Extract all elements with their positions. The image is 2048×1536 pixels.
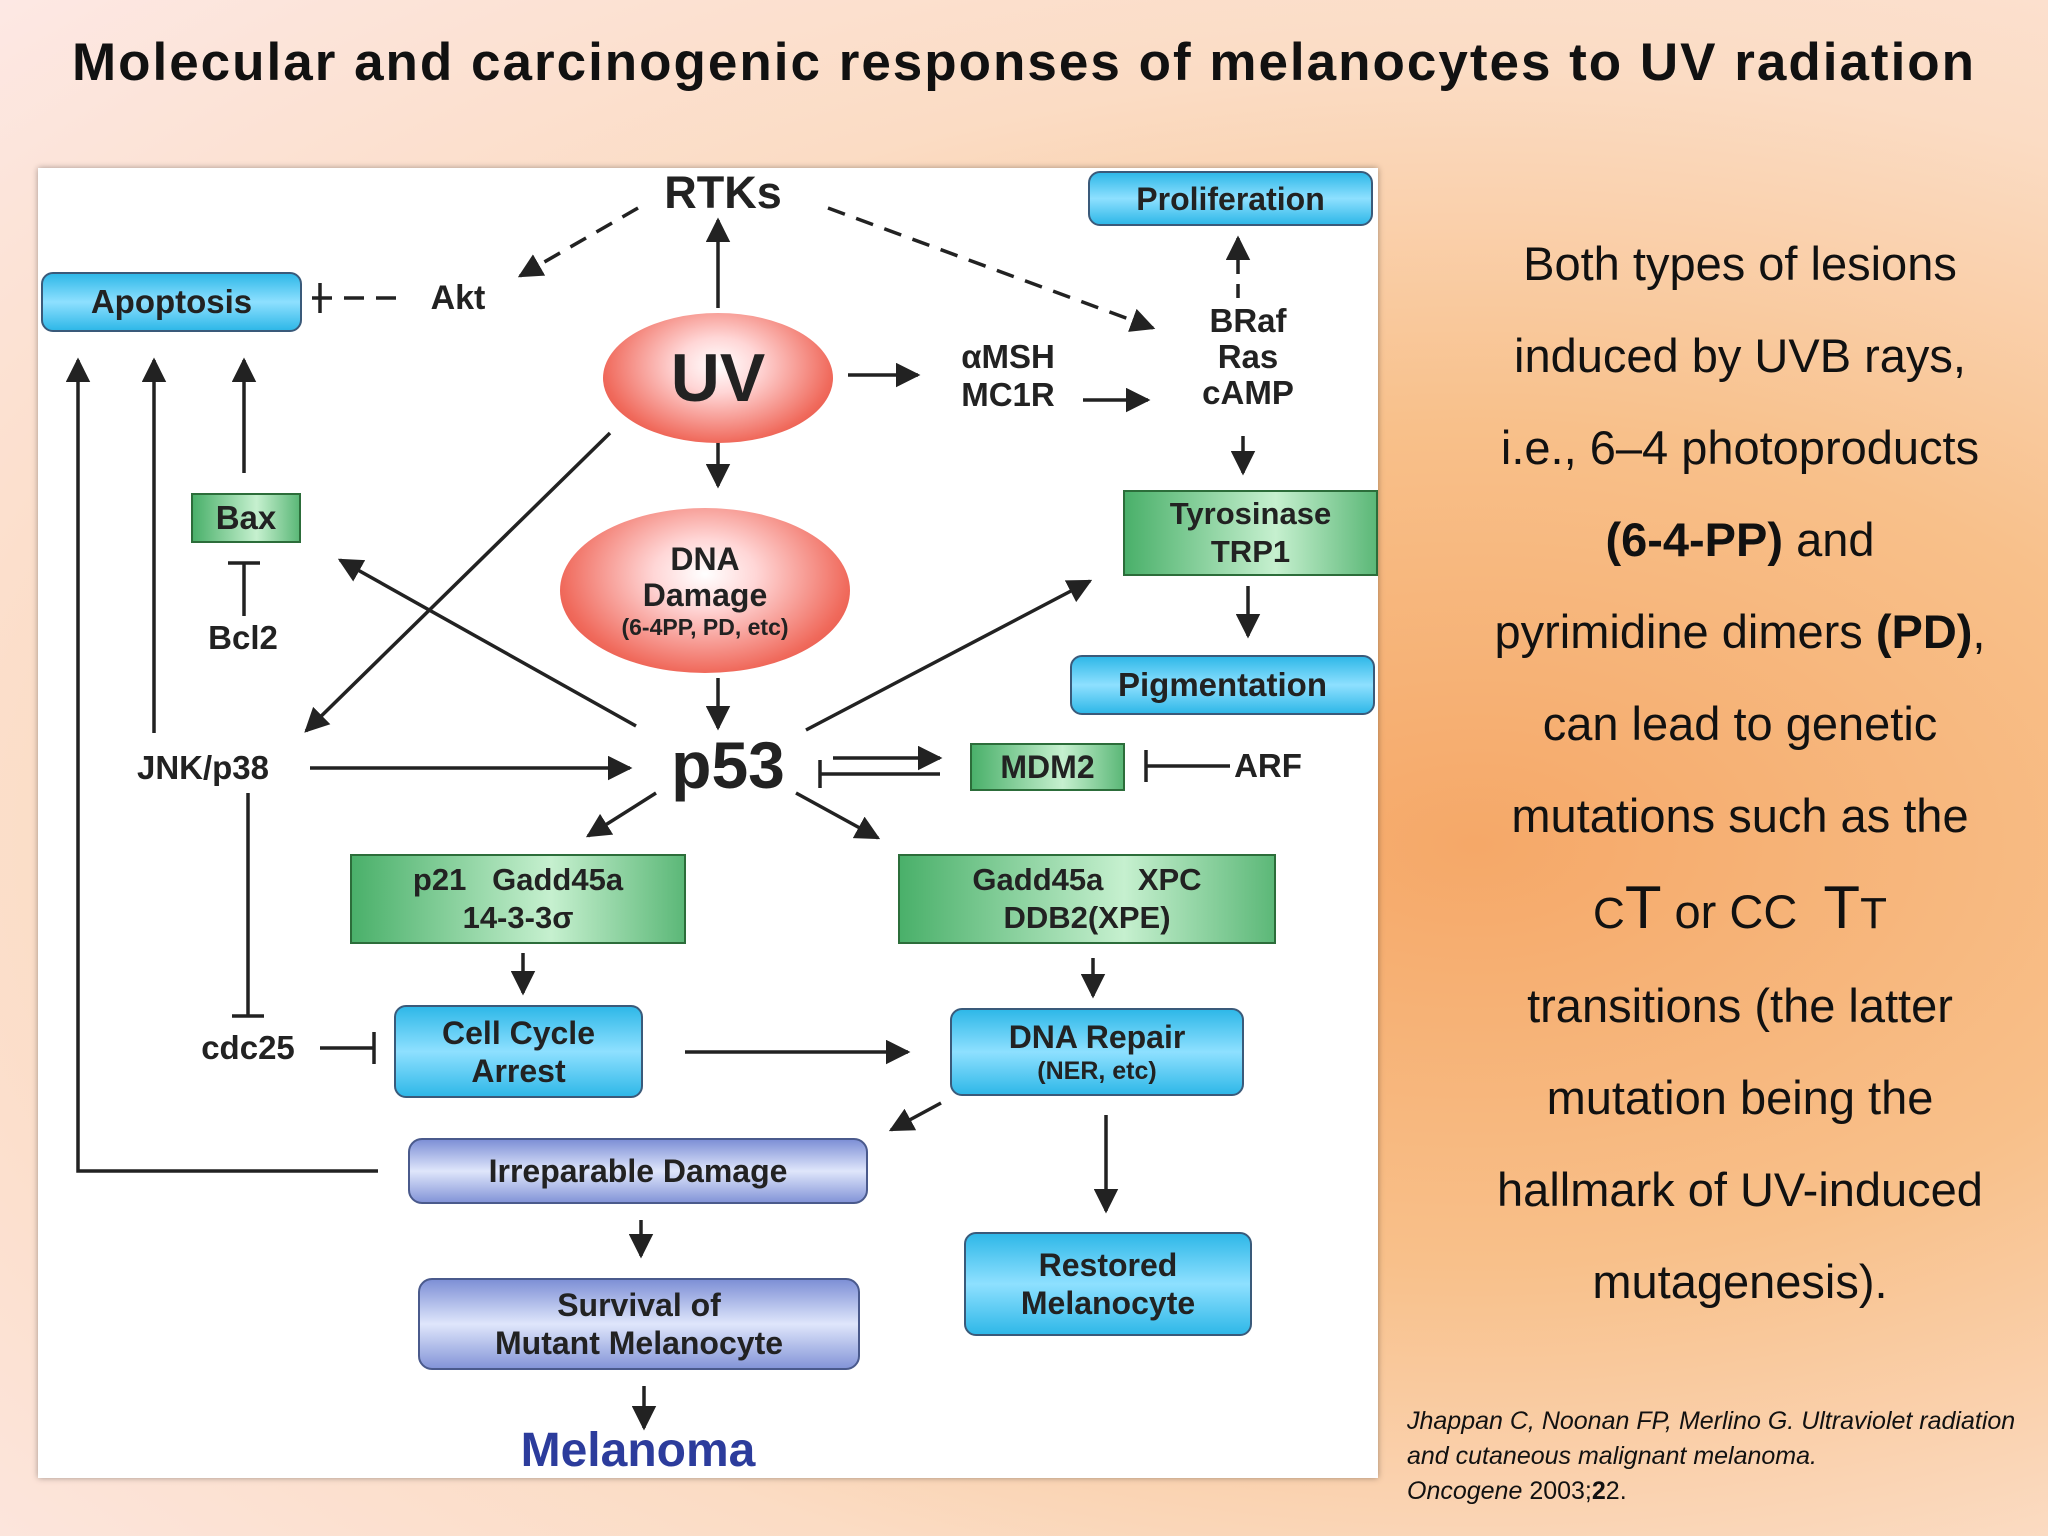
pathway-diagram: RTKs Proliferation Apoptosis Akt BRaf Ra… <box>38 168 1378 1478</box>
camp-label: cAMP <box>1202 374 1294 411</box>
gadd45a-xpc-node: Gadd45a XPC DDB2(XPE) <box>898 854 1276 944</box>
braf-label: BRaf <box>1209 302 1287 339</box>
akt-label: Akt <box>430 279 486 317</box>
arrow-rtks-akt <box>517 206 639 278</box>
explanation-text: Both types of lesions induced by UVB ray… <box>1440 218 2040 1328</box>
restored-line2: Melanocyte <box>1020 1285 1196 1321</box>
arrow-p53-p21 <box>585 791 657 838</box>
dna-damage-node: DNA Damage (6-4PP, PD, etc) <box>560 508 850 673</box>
slide-title: Molecular and carcinogenic responses of … <box>71 33 1977 92</box>
p21-gadd45a-node: p21 Gadd45a 14-3-3σ <box>350 854 686 944</box>
tyrosinase-line1: Tyrosinase <box>1169 496 1332 531</box>
term-pd: (PD) <box>1875 605 1973 658</box>
dna-repair-line1: DNA Repair <box>1008 1019 1186 1055</box>
arrow-rtks-braf <box>827 206 1156 332</box>
explanation-line-7: mutations such as the <box>1511 789 1969 842</box>
survival-line2: Mutant Melanocyte <box>494 1325 784 1361</box>
jnk-p38-label: JNK/p38 <box>136 749 270 786</box>
arrow-p53-tyrosinase <box>805 579 1093 732</box>
ras-label: Ras <box>1217 338 1279 375</box>
explanation-line-12: mutagenesis). <box>1592 1255 1888 1308</box>
p53-label: p53 <box>671 728 785 802</box>
apoptosis-node: Apoptosis <box>41 272 302 332</box>
arrow-p53-bax <box>337 558 637 728</box>
uv-node: UV <box>603 313 833 443</box>
arrow-p53-gadd45a <box>795 791 881 840</box>
term-6-4-pp: (6-4-PP) <box>1605 513 1784 566</box>
gadd-line2: DDB2(XPE) <box>1003 900 1171 935</box>
arrow-irreparable-apoptosis <box>65 357 378 1173</box>
arrow-layer <box>65 206 1261 1431</box>
bax-node: Bax <box>191 493 301 543</box>
cell-cycle-line2: Arrest <box>471 1052 566 1089</box>
explanation-line-6: can lead to genetic <box>1542 697 1938 750</box>
dna-repair-node: DNA Repair (NER, etc) <box>950 1008 1244 1096</box>
dna-damage-line1: DNA <box>670 540 740 577</box>
explanation-line-8: CT or CC TT <box>1593 874 1887 941</box>
pigmentation-node: Pigmentation <box>1070 655 1375 715</box>
explanation-line-10: mutation being the <box>1546 1071 1934 1124</box>
explanation-line-2: induced by UVB rays, <box>1514 329 1966 382</box>
braf-ras-camp-label: BRaf Ras cAMP <box>1148 303 1348 411</box>
arf-label: ARF <box>1234 747 1302 784</box>
melanoma-label: Melanoma <box>520 1424 756 1477</box>
explanation-line-5: pyrimidine dimers (PD), <box>1494 605 1986 658</box>
dna-damage-line2: Damage <box>642 576 768 613</box>
restored-line1: Restored <box>1038 1247 1178 1283</box>
dna-repair-line2: (NER, etc) <box>1037 1057 1157 1085</box>
mdm2-node: MDM2 <box>970 743 1125 791</box>
explanation-line-3: i.e., 6–4 photoproducts <box>1500 421 1980 474</box>
survival-node: Survival of Mutant Melanocyte <box>418 1278 860 1370</box>
p21-line1: p21 Gadd45a <box>412 862 624 897</box>
explanation-line-1: Both types of lesions <box>1523 237 1957 290</box>
rtks-label: RTKs <box>664 167 782 218</box>
proliferation-node: Proliferation <box>1088 171 1373 226</box>
tyrosinase-node: Tyrosinase TRP1 <box>1123 490 1378 576</box>
cell-cycle-line1: Cell Cycle <box>442 1014 595 1051</box>
arrow-uv-jnk <box>304 431 612 733</box>
mc1r-label: MC1R <box>961 376 1055 413</box>
bcl2-label: Bcl2 <box>208 619 278 656</box>
citation-journal: Oncogene <box>1407 1477 1523 1505</box>
citation-authors-title: Jhappan C, Noonan FP, Merlino G. Ultravi… <box>1407 1407 2016 1470</box>
explanation-line-9: transitions (the latter <box>1527 979 1953 1032</box>
gadd-line1: Gadd45a XPC <box>972 862 1202 897</box>
cell-cycle-arrest-node: Cell Cycle Arrest <box>394 1005 643 1098</box>
irreparable-damage-node: Irreparable Damage <box>408 1138 868 1204</box>
citation: Jhappan C, Noonan FP, Merlino G. Ultravi… <box>1407 1407 2016 1505</box>
amsh-label: αMSH <box>961 338 1055 375</box>
explanation-line-11: hallmark of UV-induced <box>1497 1163 1983 1216</box>
arrow-dnarepair-irreparable <box>888 1101 942 1132</box>
explanation-line-4: (6-4-PP) and <box>1605 513 1875 566</box>
restored-melanocyte-node: Restored Melanocyte <box>964 1232 1252 1336</box>
uv-label: UV <box>670 340 766 416</box>
p21-line2: 14-3-3σ <box>462 900 574 935</box>
dna-damage-line3: (6-4PP, PD, etc) <box>621 613 789 640</box>
tyrosinase-line2: TRP1 <box>1210 534 1291 569</box>
amsh-mc1r-label: αMSH MC1R <box>928 338 1088 414</box>
survival-line1: Survival of <box>557 1287 721 1323</box>
cdc25-label: cdc25 <box>201 1029 295 1066</box>
